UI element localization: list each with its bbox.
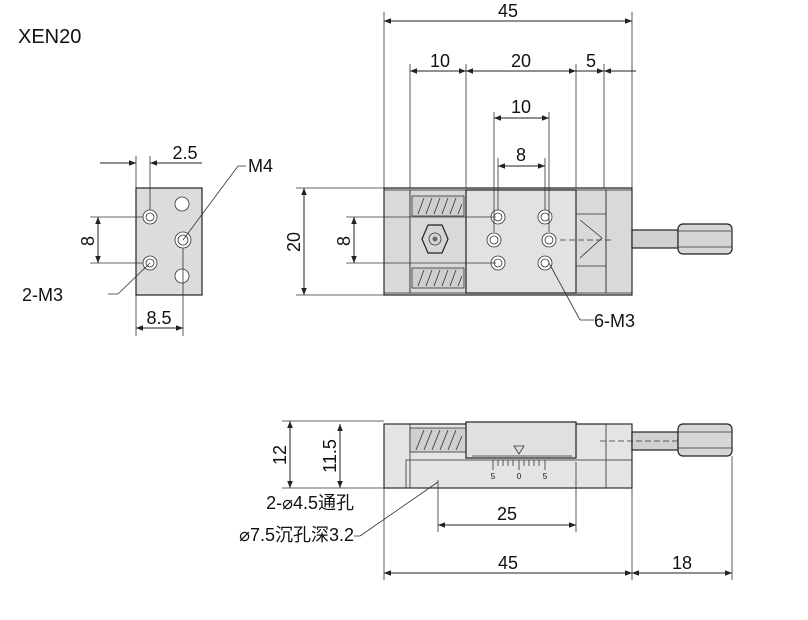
- side-view: [135, 187, 203, 296]
- scale-tick-left: 5: [491, 472, 496, 481]
- scale-tick-right: 5: [543, 472, 548, 481]
- dim-plan-height: 20: [284, 232, 304, 252]
- dim-side-2-5: 2.5: [172, 143, 197, 163]
- model-title: XEN20: [18, 26, 81, 48]
- dim-top-right: 5: [586, 51, 596, 71]
- front-knob: [677, 423, 733, 457]
- top-shaft: [631, 229, 679, 249]
- top-spring-upper: [411, 195, 465, 217]
- top-dimensions: [296, 12, 636, 296]
- dim-side-8-5: 8.5: [146, 308, 171, 328]
- top-spring-lower: [411, 267, 465, 289]
- dim-bottom-45: 45: [498, 553, 518, 573]
- top-carriage: [465, 189, 577, 294]
- callout-6-m3: 6-M3: [594, 311, 635, 331]
- callout-counterbore: ⌀7.5沉孔深3.2: [239, 525, 354, 545]
- callout-through-hole: 2-⌀4.5通孔: [266, 493, 354, 513]
- top-knob: [677, 223, 733, 255]
- dim-top-mid: 20: [511, 51, 531, 71]
- front-dimensions: [282, 420, 733, 580]
- hex-screw-icon: [421, 224, 449, 254]
- dim-top-left: 10: [430, 51, 450, 71]
- front-carriage: [465, 421, 577, 459]
- side-block: [135, 187, 203, 296]
- vernier-scale: [492, 460, 546, 470]
- top-view: [383, 187, 733, 296]
- callout-m4: M4: [248, 156, 273, 176]
- callout-2-m3: 2-M3: [22, 285, 63, 305]
- dim-inner-8: 8: [516, 145, 526, 165]
- side-dimensions: [90, 156, 246, 336]
- dim-bottom-18: 18: [672, 553, 692, 573]
- scale-tick-zero: 0: [517, 472, 522, 481]
- dim-side-8: 8: [78, 236, 98, 246]
- dim-front-25: 25: [497, 504, 517, 524]
- dim-plan-8: 8: [334, 236, 354, 246]
- dim-front-12: 12: [270, 445, 290, 465]
- dim-top-total: 45: [498, 1, 518, 21]
- front-view: [383, 421, 733, 489]
- carriage-m3-holes: [486, 209, 557, 271]
- dim-front-11-5: 11.5: [320, 439, 340, 473]
- dim-inner-10: 10: [511, 97, 531, 117]
